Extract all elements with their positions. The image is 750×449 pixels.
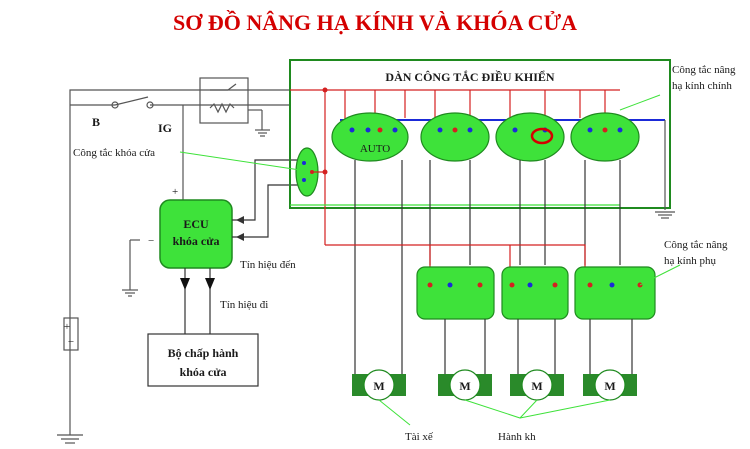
motor-label: M: [604, 379, 615, 393]
main-switch-passenger-3: [570, 112, 640, 162]
motor-passenger-1: M: [438, 369, 492, 401]
switch-contacts: [349, 127, 623, 133]
ecu-label: ECU: [183, 217, 209, 231]
driver-label: Tài xế: [405, 431, 434, 443]
driver-leader: [378, 399, 411, 426]
relay-contact-blade: [227, 83, 237, 91]
sub-switch-1: [416, 266, 495, 320]
red-drops: [344, 90, 606, 120]
sub-switches: [416, 266, 656, 320]
passenger-leader: [519, 399, 611, 419]
highlight-marker: [530, 127, 554, 145]
sub-switch-contacts: [427, 282, 643, 288]
ecu-minus: −: [148, 235, 154, 247]
battery-minus: −: [68, 336, 74, 348]
main-switch-passenger-1: [420, 112, 490, 162]
motors: M M M M: [352, 369, 637, 401]
arrow-signal-out: [180, 278, 190, 290]
signal-in-lines: [232, 159, 305, 238]
motor-label: M: [373, 379, 384, 393]
motor-label: M: [531, 379, 542, 393]
arrow-signal-in: [236, 216, 244, 224]
passenger-leader: [464, 399, 538, 419]
b-label: B: [92, 115, 100, 129]
ignition-contact-2: [146, 101, 154, 109]
switch-contact: [302, 161, 306, 165]
passenger-label: Hành kh: [498, 431, 536, 443]
signal-in-label: Tín hiệu đến: [240, 259, 296, 271]
sub-switch-2: [501, 266, 569, 320]
sub-switch-label-1: Công tắc nâng: [664, 239, 728, 251]
motor-label: M: [459, 379, 470, 393]
ecu-plus: +: [172, 186, 178, 198]
door-lock-actuator: [147, 333, 259, 387]
auto-label: AUTO: [360, 143, 390, 155]
ignition-contact-1: [111, 101, 119, 109]
battery-plus: +: [64, 321, 70, 333]
sub-switch-3: [574, 266, 656, 320]
door-lock-switch-label: Công tắc khóa cửa: [73, 147, 155, 159]
switch-contact: [302, 178, 306, 182]
main-switches: [331, 112, 640, 162]
main-switch-label-2: hạ kính chính: [672, 80, 732, 92]
ecu-sub-label: khóa cửa: [173, 234, 220, 248]
sub-switch-label-2: hạ kính phụ: [664, 255, 716, 267]
main-switch-leader: [619, 94, 661, 111]
arrow-signal-in: [236, 233, 244, 241]
ecu-box: [159, 199, 233, 269]
control-panel: [289, 59, 671, 209]
ig-label: IG: [158, 121, 172, 135]
door-lock-switch-leader: [179, 151, 301, 171]
sub-switch-leader: [639, 264, 681, 286]
actuator-sub-label: khóa cửa: [180, 365, 227, 379]
motor-passenger-3: M: [583, 369, 637, 401]
signal-out-lines: [184, 268, 211, 334]
battery: [63, 317, 79, 351]
signal-out-label: Tín hiệu đi: [220, 299, 268, 311]
relay-coil: [209, 102, 235, 114]
main-switch-label-1: Công tắc nâng: [672, 64, 736, 76]
actuator-label: Bộ chấp hành: [168, 346, 239, 360]
diagram-title: SƠ ĐỒ NÂNG HẠ KÍNH VÀ KHÓA CỬA: [173, 10, 577, 35]
relay-box: [199, 77, 249, 124]
ignition-switch-blade: [114, 96, 149, 106]
ecu-block: ECU khóa cửa: [122, 199, 233, 297]
arrow-signal-out: [205, 278, 215, 290]
main-switch-passenger-2: [495, 112, 565, 162]
motor-passenger-2: M: [510, 369, 564, 401]
main-switch-driver: [331, 112, 409, 162]
panel-title: DÀN CÔNG TẮC ĐIỀU KHIỂN: [385, 69, 554, 84]
red-sub-feed: [325, 244, 586, 270]
motor-driver: M: [352, 369, 406, 401]
